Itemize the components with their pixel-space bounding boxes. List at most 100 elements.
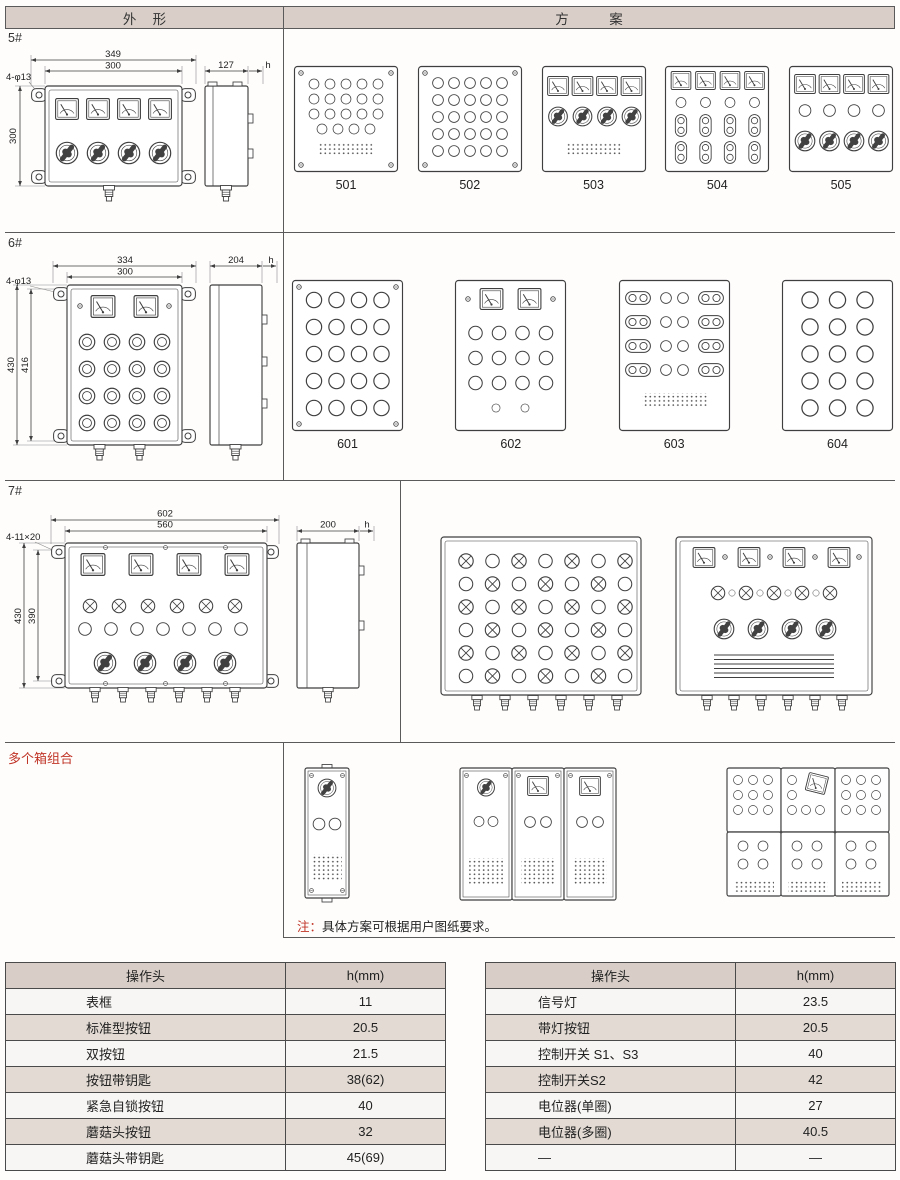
- vent-grille: [521, 858, 555, 884]
- scheme-503-label: 503: [583, 178, 604, 192]
- table-header-row: 操作头 h(mm): [485, 962, 896, 989]
- dim-inner-width: 300: [105, 61, 121, 72]
- table-cell-value: 27: [735, 1092, 896, 1119]
- dim-outer-width: 349: [105, 49, 121, 60]
- scheme-504-label: 504: [706, 178, 728, 192]
- box6-outline-drawing: 334 300 4-φ13 430 416: [6, 256, 278, 461]
- table-cell-value: 20.5: [285, 1014, 446, 1041]
- table-row: 电位器(单圈)27: [485, 1092, 896, 1119]
- scheme-505-label: 505: [830, 178, 852, 192]
- scheme-503-drawing: [541, 65, 646, 173]
- panel-meter: [579, 776, 601, 796]
- cable-gland: [133, 444, 146, 461]
- section-5-label: 5#: [8, 31, 22, 45]
- column-divider: [400, 480, 401, 742]
- vent-grille: [573, 858, 607, 884]
- cable-gland: [220, 185, 232, 202]
- table-cell-value: 42: [735, 1066, 896, 1093]
- dim-mounting-holes: 4-φ13: [6, 276, 31, 287]
- table-cell-label: 表框: [5, 988, 286, 1015]
- table-cell-value: 23.5: [735, 988, 896, 1015]
- combo-section-label: 多个箱组合: [8, 751, 74, 766]
- column-header-outline: 外形: [6, 7, 284, 28]
- vent-grille: [788, 880, 828, 892]
- dim-height: 300: [8, 128, 19, 144]
- dim-inner-height: 416: [20, 357, 31, 373]
- dim-head-height: h: [265, 60, 270, 71]
- box7-scheme-b-drawing: [675, 536, 873, 711]
- dim-head-height: h: [364, 520, 369, 531]
- scheme-502: 502: [416, 64, 524, 192]
- box5-outline-drawing: 349 300 4-φ13 300: [6, 49, 271, 202]
- note-text: 具体方案可根据用户图纸要求。: [322, 920, 498, 934]
- scheme-601-label: 601: [337, 437, 358, 451]
- table-header-cell: h(mm): [735, 962, 896, 989]
- combo-single-box-drawing: [304, 764, 350, 903]
- vent-grille: [469, 858, 503, 884]
- scheme-601-drawing: [291, 279, 404, 432]
- dim-outer-height: 430: [6, 357, 17, 373]
- scheme-501-label: 501: [335, 178, 357, 192]
- switch-knob: [477, 778, 495, 797]
- scheme-504: 504: [663, 64, 771, 192]
- note-prefix: 注：: [297, 920, 323, 934]
- vent-grille: [312, 854, 342, 880]
- column-header-scheme: 方案: [555, 11, 664, 27]
- combo-triple-box-drawing: [459, 767, 617, 901]
- cable-gland: [103, 185, 115, 202]
- table-row: 电位器(多圈)40.5: [485, 1118, 896, 1145]
- table-cell-label: 蘑菇头按钮: [5, 1118, 286, 1145]
- scheme-501: 501: [292, 64, 400, 192]
- switch-knob: [317, 778, 337, 798]
- scheme-note: 注： 具体方案可根据用户图纸要求。: [283, 914, 895, 938]
- dim-inner-width: 300: [117, 267, 133, 278]
- cable-glands: [471, 695, 623, 711]
- vent-grille: [318, 142, 374, 156]
- table-row: ——: [485, 1144, 896, 1171]
- scheme-602-drawing: [455, 279, 567, 432]
- scheme-503: 503: [540, 64, 648, 192]
- section-divider: [5, 480, 895, 481]
- cable-glands: [701, 695, 848, 711]
- cable-gland: [93, 444, 106, 461]
- panel-meter: [527, 776, 549, 796]
- table-cell-label: 信号灯: [485, 988, 736, 1015]
- scheme-602: 602: [453, 278, 568, 451]
- section-divider: [5, 742, 895, 743]
- table-cell-value: 40: [735, 1040, 896, 1067]
- table-cell-label: 电位器(多圈): [485, 1118, 736, 1145]
- scheme-603-drawing: [618, 279, 730, 432]
- box7-scheme-a-drawing: [440, 536, 642, 711]
- table-cell-value: 20.5: [735, 1014, 896, 1041]
- dim-outer-width: 602: [157, 509, 173, 520]
- scheme-502-label: 502: [459, 178, 481, 192]
- table-cell-value: 11: [285, 988, 446, 1015]
- scheme-604-drawing: [781, 279, 894, 432]
- dim-depth: 200: [320, 520, 336, 531]
- vent-grille: [842, 880, 882, 892]
- dim-depth: 127: [218, 60, 234, 71]
- dim-head-height: h: [268, 256, 273, 266]
- louver-vent: [714, 654, 834, 679]
- scheme-602-label: 602: [500, 437, 522, 451]
- scheme-505: 505: [787, 64, 895, 192]
- schemes-row-6: 601 602: [290, 278, 895, 451]
- dim-outer-width: 334: [117, 256, 133, 266]
- scheme-502-drawing: [417, 65, 522, 173]
- dim-mounting-holes: 4-11×20: [6, 532, 40, 543]
- table-header-cell: h(mm): [285, 962, 446, 989]
- dim-outer-height: 430: [13, 608, 24, 624]
- vent-grille: [641, 393, 707, 407]
- table-header-cell: 操作头: [485, 962, 736, 989]
- section-7-label: 7#: [8, 484, 22, 498]
- table-cell-label: 带灯按钮: [485, 1014, 736, 1041]
- scheme-603: 603: [617, 278, 732, 451]
